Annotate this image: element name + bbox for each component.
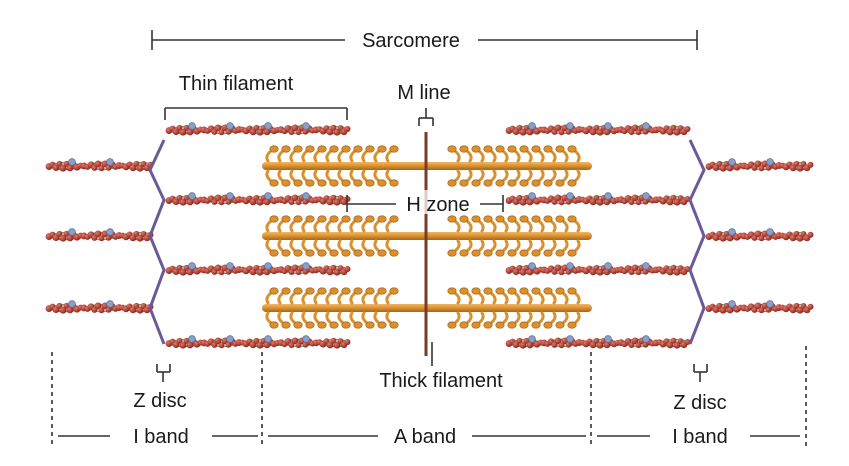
- z-disc-right-label: Z disc: [673, 392, 726, 414]
- thick-filament-label: Thick filament: [379, 370, 503, 392]
- i-band-right-label: I band: [672, 426, 728, 448]
- i-band-left-bracket: I band: [58, 426, 258, 448]
- sarcomere-label: Sarcomere: [362, 30, 460, 52]
- thin-filament-right-1: [505, 122, 691, 136]
- thick-filament-1: [262, 145, 592, 187]
- thin-filament-outer-left-1: [45, 158, 154, 172]
- thin-filament-left-1: [165, 122, 351, 136]
- i-band-left-label: I band: [133, 426, 189, 448]
- m-line-marker: M line: [397, 82, 451, 126]
- z-disc-left-line: [148, 139, 166, 345]
- thick-filament-pointer: Thick filament: [379, 342, 503, 392]
- thin-filament-right-2: [505, 192, 691, 206]
- h-zone-marker: H zone: [346, 190, 504, 216]
- thin-filament-left-4: [165, 335, 351, 349]
- thin-filament-bracket: Thin filament: [164, 73, 348, 120]
- thin-filament-outer-left-2: [45, 228, 154, 242]
- thick-filament-3: [262, 287, 592, 329]
- a-band-bracket: A band: [268, 426, 586, 448]
- a-band-label: A band: [394, 426, 456, 448]
- i-band-right-bracket: I band: [597, 426, 800, 448]
- thin-filament-outer-right-3: [705, 300, 814, 314]
- z-disc-left-pointer: Z disc: [133, 364, 187, 412]
- z-disc-right-line: [688, 139, 706, 345]
- thin-filaments: [45, 122, 814, 349]
- sarcomere-bracket: Sarcomere: [151, 30, 698, 52]
- m-line-label: M line: [397, 82, 450, 104]
- thin-filament-right-3: [505, 262, 691, 276]
- z-disc-right-pointer: Z disc: [673, 364, 727, 414]
- thin-filament-outer-right-1: [705, 158, 814, 172]
- thin-filament-left-3: [165, 262, 351, 276]
- h-zone-label: H zone: [406, 194, 469, 216]
- thin-filament-right-4: [505, 335, 691, 349]
- thin-filament-outer-right-2: [705, 228, 814, 242]
- z-disc-left-label: Z disc: [133, 390, 186, 412]
- thin-filament-label: Thin filament: [179, 73, 294, 95]
- thin-filament-left-2: [165, 192, 351, 206]
- thin-filament-outer-left-3: [45, 300, 154, 314]
